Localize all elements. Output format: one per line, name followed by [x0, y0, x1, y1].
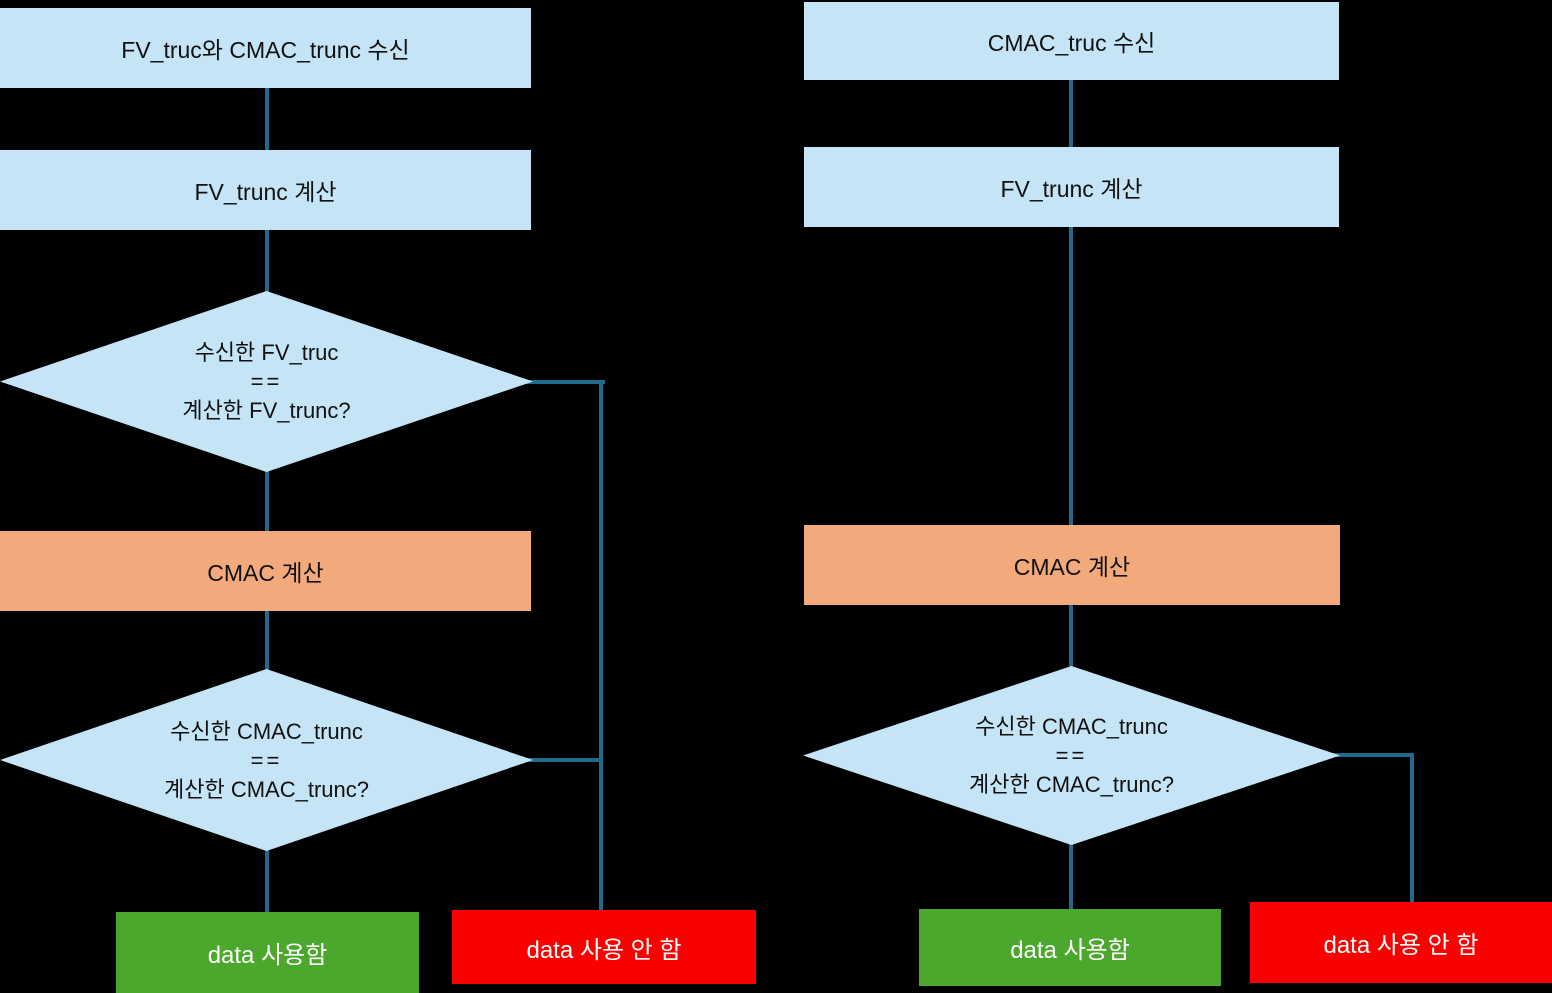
left-decision-cmac-diamond: 수신한 CMAC_trunc == 계산한 CMAC_trunc?	[0, 669, 533, 851]
right-discard-data-box: data 사용 안 함	[1250, 902, 1552, 983]
left-decision-fv-diamond: 수신한 FV_truc == 계산한 FV_trunc?	[0, 291, 533, 472]
right-discard-data-label: data 사용 안 함	[1323, 932, 1479, 959]
right-compute-cmac-box: CMAC 계산	[804, 525, 1340, 605]
left-compute-fv-label: FV_trunc 계산	[194, 179, 337, 205]
right-use-data-label: data 사용함	[1010, 937, 1130, 964]
right-compute-fv-box: FV_trunc 계산	[804, 147, 1339, 227]
right-connector-3	[1069, 605, 1073, 668]
left-use-data-label: data 사용함	[207, 942, 328, 969]
left-receive-label: FV_truc와 CMAC_trunc 수신	[121, 37, 410, 63]
left-compute-cmac-box: CMAC 계산	[0, 531, 531, 611]
right-receive-label: CMAC_truc 수신	[987, 30, 1156, 56]
left-compute-fv-box: FV_trunc 계산	[0, 150, 531, 230]
left-decision-fv-label: 수신한 FV_truc == 계산한 FV_trunc?	[182, 340, 351, 423]
left-compute-cmac-label: CMAC 계산	[207, 560, 324, 586]
right-compute-fv-label: FV_trunc 계산	[1000, 176, 1143, 202]
left-connector-2	[265, 230, 269, 293]
right-reject-drop-line	[1410, 753, 1414, 902]
left-receive-box: FV_truc와 CMAC_trunc 수신	[0, 8, 531, 88]
right-use-data-box: data 사용함	[919, 909, 1221, 986]
right-decision-cmac-diamond: 수신한 CMAC_trunc == 계산한 CMAC_trunc?	[803, 666, 1340, 845]
right-connector-2	[1069, 227, 1073, 525]
right-decision-cmac-no-branch	[1332, 753, 1414, 757]
left-discard-data-box: data 사용 안 함	[452, 910, 756, 984]
left-discard-data-label: data 사용 안 함	[526, 936, 682, 964]
left-connector-1	[265, 88, 269, 152]
right-decision-cmac-label: 수신한 CMAC_trunc == 계산한 CMAC_trunc?	[969, 714, 1174, 797]
left-decision-fv-no-branch	[525, 380, 605, 384]
right-connector-1	[1069, 79, 1073, 147]
left-connector-5	[265, 849, 269, 912]
right-compute-cmac-label: CMAC 계산	[1013, 554, 1131, 580]
right-receive-box: CMAC_truc 수신	[804, 2, 1339, 80]
left-reject-drop-line	[599, 380, 603, 910]
left-use-data-box: data 사용함	[116, 912, 419, 993]
left-decision-cmac-label: 수신한 CMAC_trunc == 계산한 CMAC_trunc?	[164, 718, 369, 802]
left-connector-4	[265, 611, 269, 671]
right-connector-4	[1069, 843, 1073, 909]
left-connector-3	[265, 470, 269, 533]
left-decision-cmac-no-branch	[525, 758, 603, 762]
